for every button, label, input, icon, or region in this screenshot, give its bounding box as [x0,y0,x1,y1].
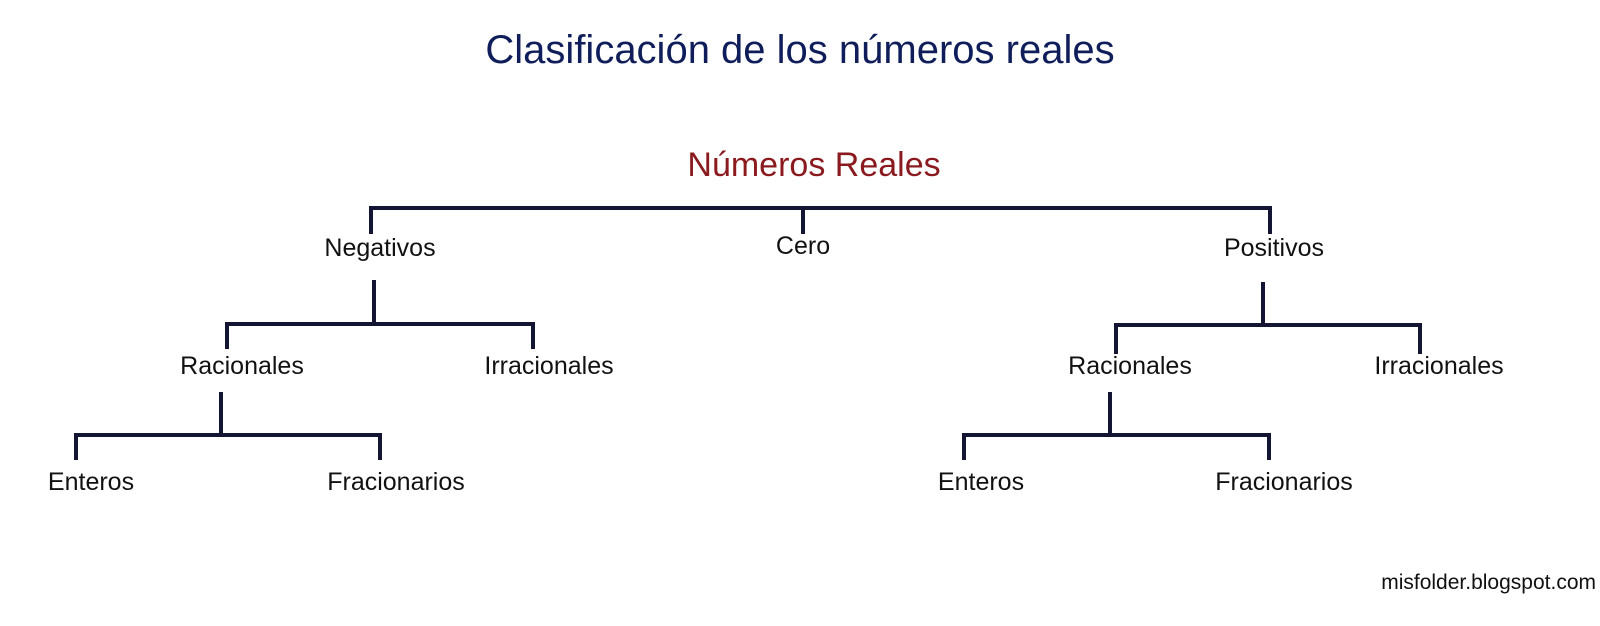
node-neg-enteros: Enteros [47,468,135,496]
node-negativos: Negativos [324,234,436,262]
node-neg-racionales: Racionales [180,352,304,380]
pos-racionales-connector [962,392,1271,460]
node-positivos: Positivos [1223,234,1325,262]
node-pos-enteros: Enteros [937,468,1025,496]
neg-racionales-connector [74,392,382,460]
root-node-numeros-reales: Números Reales [687,146,941,184]
footer-credit: misfolder.blogspot.com [1381,571,1596,594]
page-title: Clasificación de los números reales [485,28,1115,72]
negativos-connector [225,280,535,349]
node-cero: Cero [775,232,831,260]
node-pos-irracionales: Irracionales [1374,352,1504,380]
node-pos-fracionarios: Fracionarios [1215,468,1353,496]
root-connector [369,206,1272,234]
node-pos-racionales: Racionales [1068,352,1192,380]
node-neg-irracionales: Irracionales [484,352,614,380]
positivos-connector [1114,282,1422,354]
node-neg-fracionarios: Fracionarios [327,468,465,496]
